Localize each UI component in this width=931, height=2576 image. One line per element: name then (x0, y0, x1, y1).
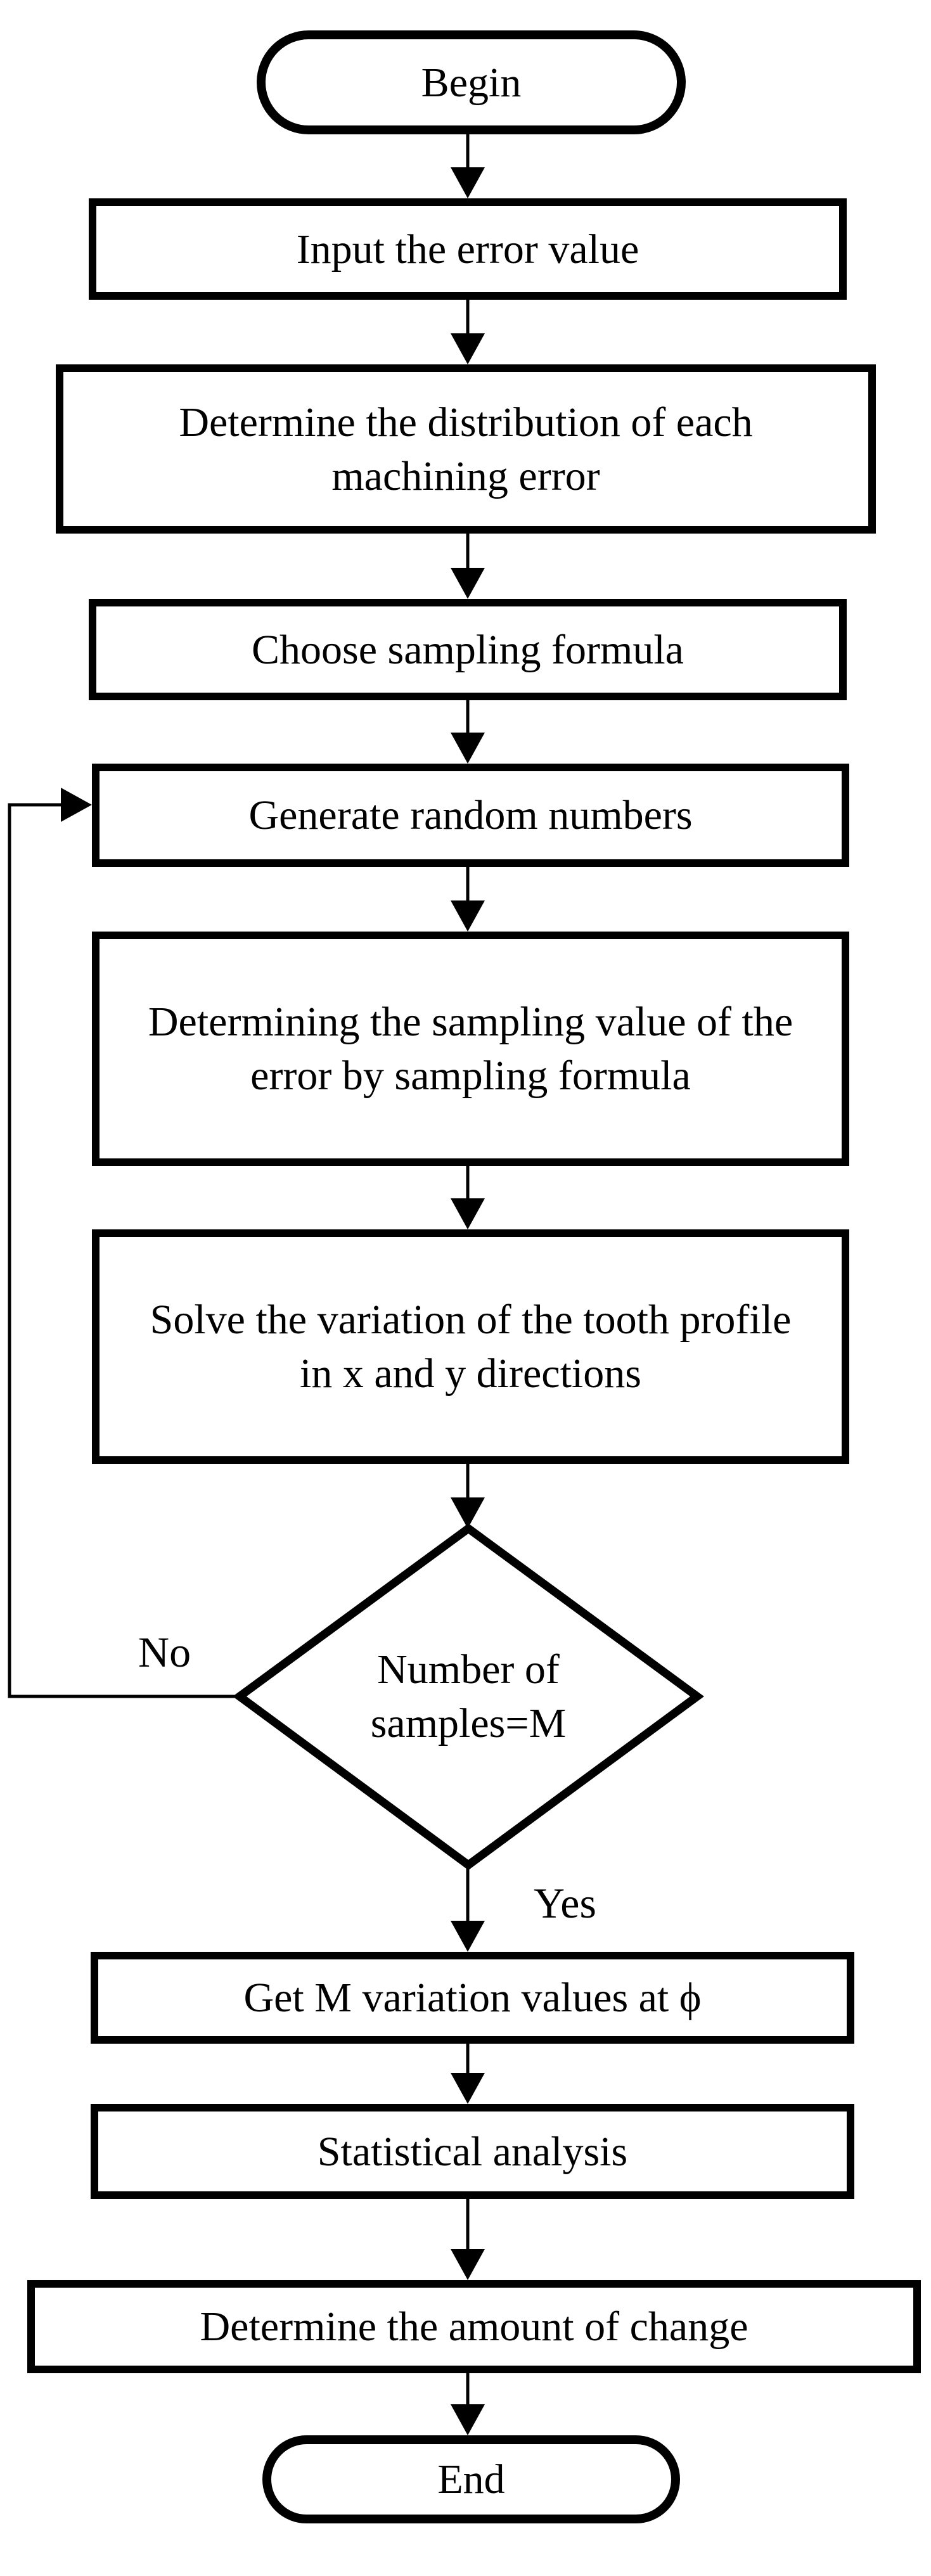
decision-number-of-samples-label: Number of samples=M (370, 1646, 567, 1746)
process-statistical-analysis: Statistical analysis (91, 2104, 854, 2199)
no-branch-label: No (138, 1628, 191, 1676)
edge-no-loop-arrowhead (61, 788, 92, 822)
edge-no-loop-line (8, 803, 240, 1698)
process-get-m-variation-values: Get M variation values at ϕ (91, 1952, 854, 2044)
edge-stat-amount-arrowhead (451, 2249, 485, 2280)
begin-terminal: Begin (257, 30, 686, 134)
edge-dist-choose-arrowhead (451, 568, 485, 599)
edge-getm-stat-arrowhead (451, 2073, 485, 2104)
yes-branch-label: Yes (534, 1879, 596, 1927)
edge-solve-decision-arrowhead (451, 1497, 485, 1528)
edge-begin-input-arrowhead (451, 167, 485, 198)
process-determine-amount-of-change: Determine the amount of change (27, 2280, 921, 2373)
edge-choose-random-arrowhead (451, 733, 485, 764)
process-generate-random-numbers: Generate random numbers (92, 764, 849, 867)
process-determine-distribution: Determine the distribution of each machi… (56, 364, 876, 534)
edge-random-sampval-arrowhead (451, 900, 485, 932)
edge-input-dist-arrowhead (451, 333, 485, 364)
process-choose-sampling-formula: Choose sampling formula (89, 599, 847, 700)
end-terminal: End (262, 2435, 680, 2523)
process-determine-sampling-value: Determining the sampling value of the er… (92, 932, 849, 1166)
edge-sampval-solve-arrowhead (451, 1198, 485, 1229)
process-solve-tooth-profile-variation: Solve the variation of the tooth profile… (92, 1229, 849, 1464)
process-input-error-value: Input the error value (89, 198, 847, 300)
edge-amount-end-arrowhead (451, 2404, 485, 2435)
edge-decision-getm-arrowhead (451, 1921, 485, 1952)
